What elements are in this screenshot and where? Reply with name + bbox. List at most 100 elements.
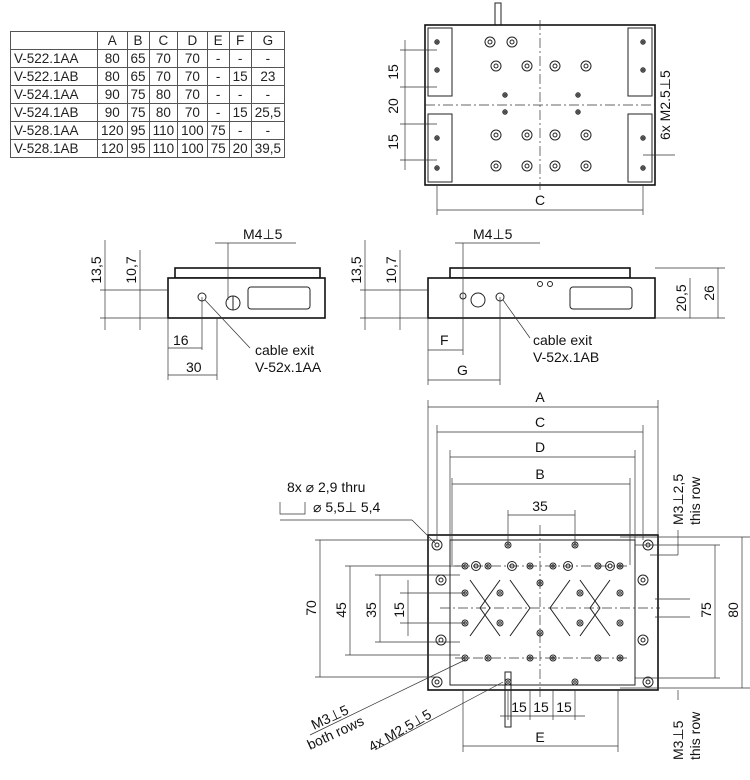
holes-callout-line2: ⌀ 5,5⊥ 5,4 [313, 499, 381, 515]
model-cell: V-524.1AB [10, 103, 98, 122]
table-cell: 25,5 [250, 103, 285, 122]
hole-icon [618, 564, 622, 568]
hole-icon [641, 68, 645, 72]
hole-icon [490, 60, 502, 72]
hole-icon [438, 577, 444, 583]
table-cell: 75 [206, 139, 230, 158]
hole-icon [618, 621, 622, 625]
hole-icon [435, 136, 439, 140]
dim-20-5: 20,5 [673, 284, 689, 311]
table-cell: 75 [206, 121, 230, 140]
model-cell: V-528.1AB [10, 139, 98, 158]
hole-icon [536, 629, 544, 637]
hole-icon [503, 110, 507, 114]
hole-icon [616, 654, 624, 662]
hole-icon [578, 591, 582, 595]
hole-icon [496, 589, 504, 597]
hole-icon [490, 129, 502, 141]
hole-icon [463, 656, 467, 660]
hole-icon [509, 563, 515, 569]
hole-icon [637, 634, 649, 646]
hole-icon [596, 656, 600, 660]
hole-icon [471, 561, 481, 571]
model-cell: V-522.1AA [10, 49, 98, 68]
hole-icon [463, 564, 467, 568]
dim-e: E [535, 729, 544, 745]
dim-15-h1: 15 [511, 699, 527, 715]
hole-icon [521, 160, 533, 172]
dim-15-top: 15 [385, 64, 401, 80]
hole-icon [486, 656, 490, 660]
hole-icon [506, 680, 510, 684]
thread-6x-m25: 6x M2.5⊥5 [657, 70, 673, 140]
hole-icon [493, 63, 499, 69]
hole-icon [486, 564, 490, 568]
dim-15-bottom: 15 [385, 134, 401, 150]
hole-icon [551, 656, 555, 660]
hole-icon [552, 132, 558, 138]
table-cell: 15 [228, 67, 252, 86]
hole-icon [549, 129, 561, 141]
hole-icon [509, 39, 515, 45]
hole-icon [473, 563, 479, 569]
hole-icon [526, 562, 534, 570]
hole-icon [616, 589, 624, 597]
hole-icon [637, 574, 649, 586]
hole-icon [641, 136, 645, 140]
dim-70: 70 [303, 600, 319, 616]
hole-icon [504, 678, 512, 686]
hole-icon [506, 36, 518, 48]
hole-icon [640, 39, 646, 45]
cable-exit-model-ab: V-52x.1AB [533, 349, 599, 365]
hole-icon [435, 40, 439, 44]
hole-icon [521, 60, 533, 72]
hole-icon [641, 166, 645, 170]
cable-exit-label-aa: cable exit [255, 342, 314, 358]
side-view-aa: M4⊥5 13,5 10,7 16 30 cable exit V-52x.1A… [88, 226, 326, 380]
hole-icon [536, 579, 544, 587]
hole-icon [576, 110, 580, 114]
hole-icon [484, 36, 496, 48]
hole-icon [605, 561, 615, 571]
dim-13-5-aa: 13,5 [88, 256, 104, 283]
hole-icon [435, 634, 447, 646]
table-cell: 90 [97, 85, 128, 104]
dim-g: G [457, 362, 468, 378]
dim-35-horizontal: 35 [532, 498, 548, 514]
hole-icon [618, 656, 622, 660]
hole-icon [596, 564, 600, 568]
hole-icon [538, 631, 542, 635]
table-header: E [206, 31, 230, 50]
hole-icon [528, 656, 532, 660]
table-cell: 75 [126, 103, 150, 122]
hole-icon [580, 60, 592, 72]
thread-m3-top: M3⊥2,5 [670, 474, 686, 525]
hole-icon [487, 39, 493, 45]
hole-icon [571, 678, 579, 686]
hole-icon [493, 163, 499, 169]
thread-m4-aa: M4⊥5 [243, 226, 283, 242]
hole-icon [607, 563, 613, 569]
dim-15-vertical: 15 [391, 602, 407, 618]
model-cell: V-524.1AA [10, 85, 98, 104]
hole-icon [503, 93, 507, 97]
hole-icon [484, 562, 492, 570]
hole-icon [563, 561, 573, 571]
hole-icon [435, 68, 439, 72]
hole-icon [640, 577, 646, 583]
hole-icon [552, 163, 558, 169]
dim-26: 26 [701, 285, 717, 301]
hole-icon [576, 589, 584, 597]
hole-icon [524, 132, 530, 138]
dim-10-7-aa: 10,7 [123, 256, 139, 283]
hole-icon [640, 637, 646, 643]
table-cell: 120 [97, 121, 128, 140]
hole-icon [594, 654, 602, 662]
side-view-ab: M4⊥5 13,5 10,7 20,5 26 F G cable exit V-… [348, 226, 725, 385]
hole-icon [549, 562, 557, 570]
bottom-view: A C D B 35 8x ⌀ 2,9 thru ⌀ 5,5⊥ 5,4 70 4… [279, 389, 750, 760]
hole-icon [507, 561, 517, 571]
